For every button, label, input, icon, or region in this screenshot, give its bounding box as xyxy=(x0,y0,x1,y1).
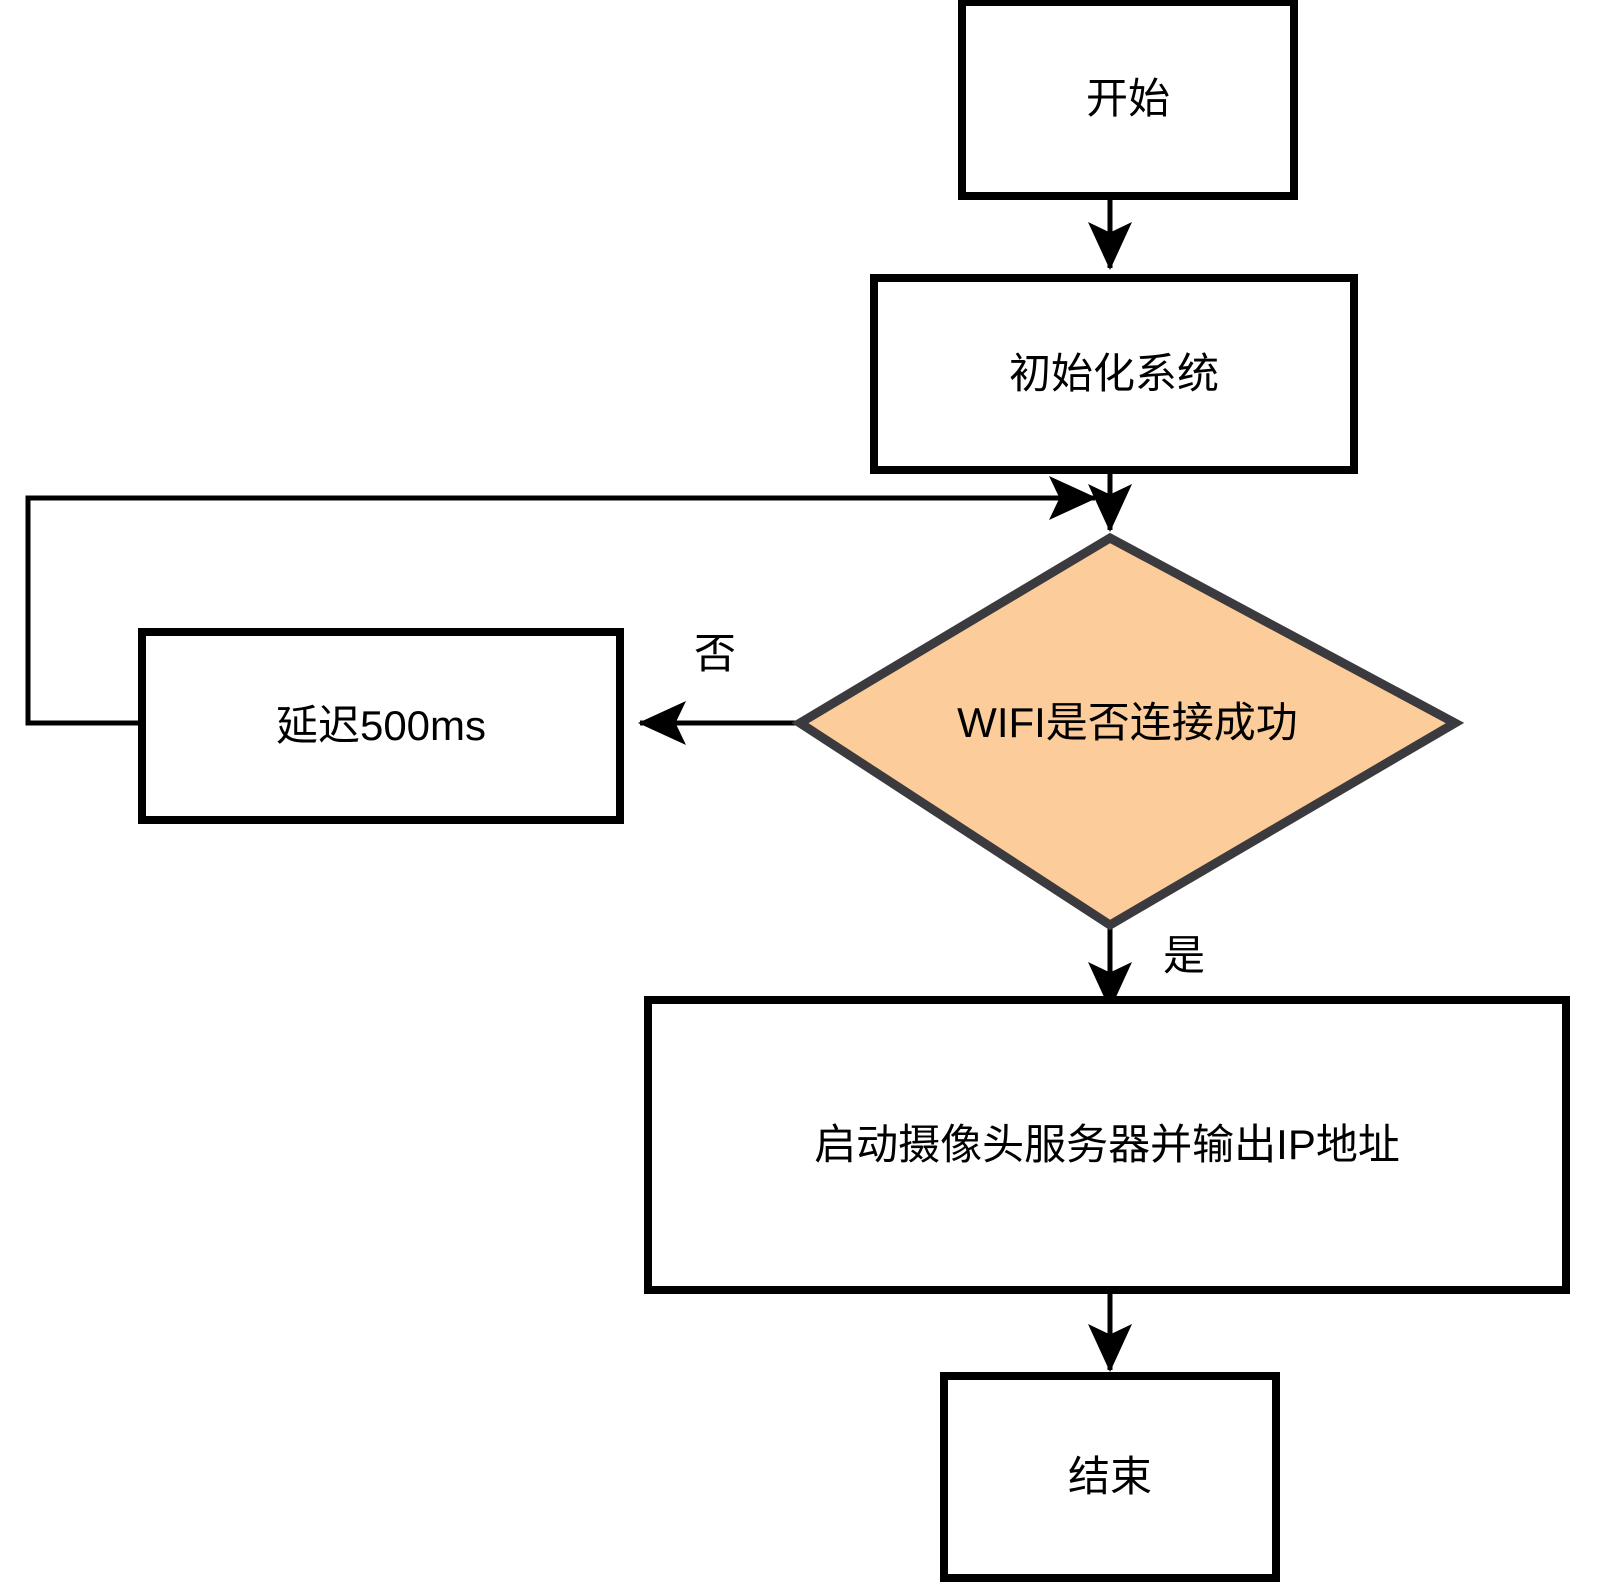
node-start[interactable] xyxy=(958,0,1298,200)
node-camera-server[interactable] xyxy=(644,996,1570,1294)
edge-delay-feedback-loop xyxy=(25,475,1098,726)
node-end[interactable] xyxy=(940,1372,1280,1582)
node-init[interactable] xyxy=(870,274,1358,474)
node-delay[interactable] xyxy=(138,628,624,824)
node-wifi-decision[interactable] xyxy=(791,532,1465,931)
